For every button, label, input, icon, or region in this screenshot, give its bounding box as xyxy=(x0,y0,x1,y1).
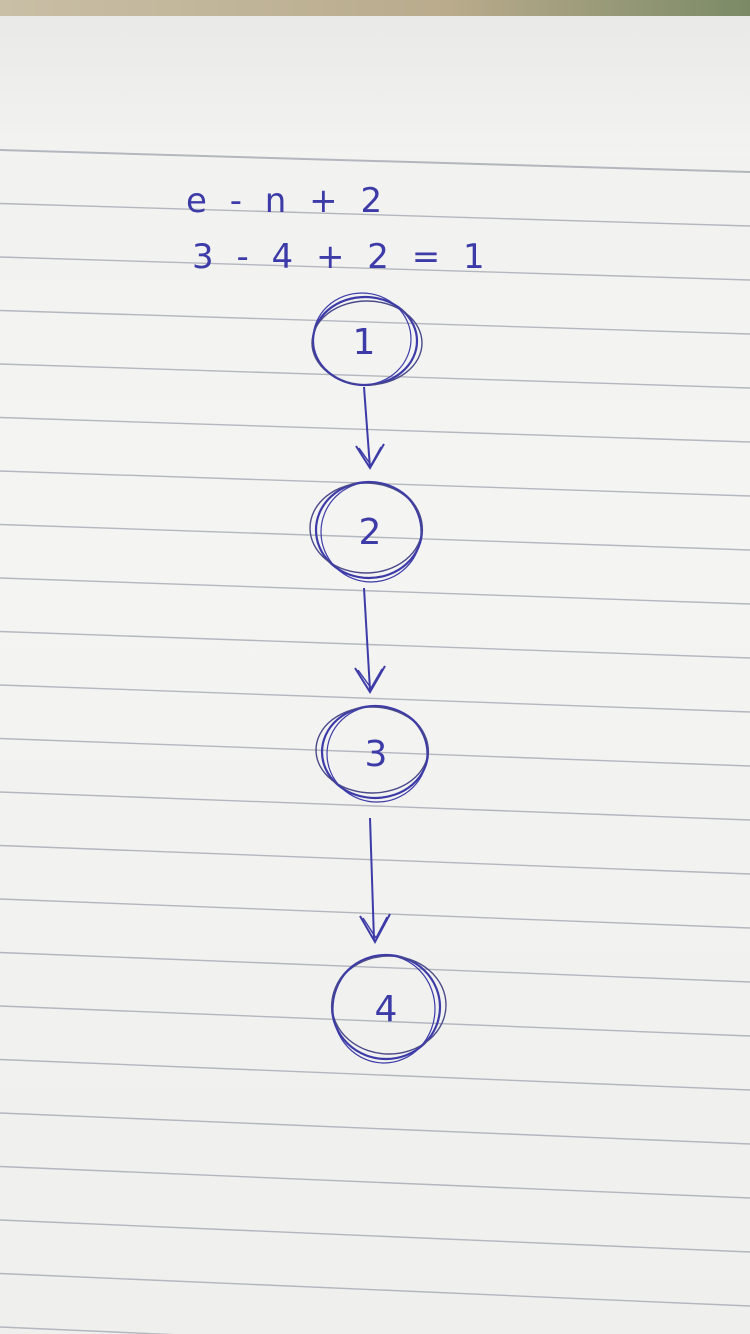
rule-line xyxy=(0,1219,750,1253)
node-2-label: 2 xyxy=(359,512,382,553)
desk-edge xyxy=(0,0,750,16)
node-3-label: 3 xyxy=(365,734,388,775)
rule-line xyxy=(0,1165,750,1199)
formula-line-2: 3 - 4 + 2 = 1 xyxy=(192,237,491,277)
rule-line xyxy=(0,630,750,659)
node-4: 4 xyxy=(330,953,447,1064)
edges-group xyxy=(354,386,391,945)
edge-1-2 xyxy=(355,386,385,470)
node-4-label: 4 xyxy=(375,989,398,1030)
edge-3-4 xyxy=(359,817,391,945)
rule-line xyxy=(0,737,750,767)
rule-line xyxy=(0,309,750,335)
rule-line xyxy=(0,416,750,443)
rule-line xyxy=(0,523,750,551)
rule-line xyxy=(0,684,750,713)
rule-line xyxy=(0,202,750,227)
rule-line xyxy=(0,1326,176,1334)
edge-2-3 xyxy=(354,587,386,694)
rule-line xyxy=(0,1272,750,1307)
rule-line xyxy=(0,951,750,983)
rule-line xyxy=(0,149,750,173)
rule-line xyxy=(0,844,750,875)
rule-line xyxy=(0,898,750,929)
paper-top-shade xyxy=(0,16,750,156)
rule-line xyxy=(0,791,750,821)
rule-line xyxy=(0,1112,750,1145)
rule-line xyxy=(0,1005,750,1037)
rule-line xyxy=(0,363,750,389)
node-1: 1 xyxy=(311,292,423,387)
node-2: 2 xyxy=(309,480,424,583)
rule-line xyxy=(0,1058,750,1091)
node-3: 3 xyxy=(315,704,430,803)
rule-line xyxy=(0,256,750,281)
node-1-label: 1 xyxy=(353,322,376,363)
rule-line xyxy=(0,577,750,605)
formula-line-1: e - n + 2 xyxy=(186,181,388,221)
